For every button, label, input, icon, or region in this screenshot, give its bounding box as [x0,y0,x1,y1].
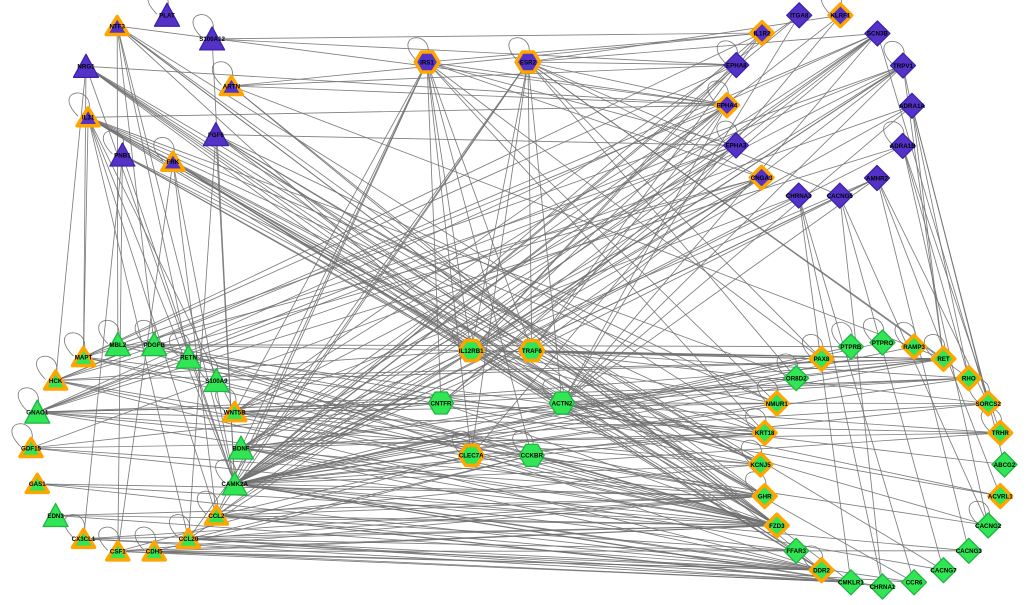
svg-text:MBL2: MBL2 [109,342,126,349]
svg-text:NTF3: NTF3 [109,23,125,30]
svg-text:CNGA3: CNGA3 [751,175,773,182]
svg-text:NMUR1: NMUR1 [766,401,789,408]
svg-text:ADRA1A: ADRA1A [899,103,925,110]
svg-text:CACNG5: CACNG5 [827,193,854,200]
svg-text:RET: RET [937,356,950,363]
svg-text:ESR2: ESR2 [520,59,537,66]
svg-text:OR8D2: OR8D2 [786,376,807,383]
svg-text:CCL20: CCL20 [179,536,199,543]
svg-text:CHRNA3: CHRNA3 [786,193,812,200]
svg-text:RETN: RETN [180,354,197,361]
svg-text:CAMK2A: CAMK2A [221,481,248,488]
svg-text:IRS1: IRS1 [420,59,434,66]
svg-text:CNTFR: CNTFR [431,400,452,407]
svg-text:MAPT: MAPT [75,354,93,361]
svg-text:SCN3B: SCN3B [867,31,889,38]
svg-text:ITGA8: ITGA8 [790,13,809,20]
svg-text:GDF15: GDF15 [21,445,42,452]
svg-text:CCL2: CCL2 [208,513,225,520]
svg-text:EDN3: EDN3 [47,513,64,520]
svg-text:PDGFB: PDGFB [143,342,165,349]
svg-text:GNAO1: GNAO1 [26,409,49,416]
svg-text:NRG1: NRG1 [77,64,95,71]
svg-text:CHRNA1: CHRNA1 [870,584,896,591]
svg-text:CACNG7: CACNG7 [930,568,957,575]
svg-text:AMHR2: AMHR2 [866,175,889,182]
svg-text:WNT5B: WNT5B [224,409,247,416]
svg-text:TRAF6: TRAF6 [522,348,542,355]
svg-text:ABCG2: ABCG2 [994,462,1016,469]
svg-text:CLEC7A: CLEC7A [459,453,484,460]
svg-text:ARTN: ARTN [223,83,241,90]
svg-text:S100A9: S100A9 [205,378,228,385]
svg-text:IL12RB1: IL12RB1 [459,348,484,355]
svg-text:FZD3: FZD3 [769,523,785,530]
svg-text:PLAT: PLAT [159,13,175,20]
svg-text:BDNF: BDNF [232,445,249,452]
svg-text:GAS1: GAS1 [29,481,46,488]
svg-text:CACNG3: CACNG3 [956,548,983,555]
svg-text:PNB1: PNB1 [114,152,131,159]
svg-text:KCNJ5: KCNJ5 [750,462,771,469]
svg-text:CCR6: CCR6 [906,580,923,587]
svg-text:IL31: IL31 [82,115,95,122]
svg-text:CACNG2: CACNG2 [975,523,1002,530]
svg-text:TRHR: TRHR [992,430,1010,437]
svg-text:PTPRO: PTPRO [872,340,894,347]
svg-text:PAX8: PAX8 [814,356,830,363]
svg-text:FFAR3: FFAR3 [786,548,806,555]
svg-text:CDH5: CDH5 [146,549,163,556]
svg-text:CX3CL1: CX3CL1 [72,536,96,543]
svg-text:ACTN2: ACTN2 [552,400,573,407]
svg-text:SORCS2: SORCS2 [975,401,1001,408]
svg-text:RAMP3: RAMP3 [903,344,925,351]
svg-text:HCK: HCK [49,378,63,385]
svg-text:S100A12: S100A12 [199,36,225,43]
svg-text:GHR: GHR [758,493,772,500]
svg-text:EPHA3: EPHA3 [726,143,747,150]
svg-text:FGF6: FGF6 [208,132,224,139]
svg-text:EPHA8: EPHA8 [726,62,747,69]
svg-text:TRPV1: TRPV1 [893,63,914,70]
svg-text:KLRF1: KLRF1 [830,13,850,20]
svg-text:CMKLR1: CMKLR1 [838,580,864,587]
svg-text:ADRA1B: ADRA1B [890,143,916,150]
svg-text:CSF1: CSF1 [110,549,126,556]
svg-text:EPHA4: EPHA4 [717,103,738,110]
svg-text:IL1R2: IL1R2 [754,30,771,37]
svg-text:RHO: RHO [962,376,976,383]
svg-text:CCKBR: CCKBR [521,453,544,460]
svg-text:FRK: FRK [167,159,180,166]
svg-text:KRT18: KRT18 [755,430,775,437]
svg-text:PTPRB: PTPRB [840,344,862,351]
svg-text:DDR2: DDR2 [813,568,830,575]
svg-text:ACVRL1: ACVRL1 [988,493,1013,500]
